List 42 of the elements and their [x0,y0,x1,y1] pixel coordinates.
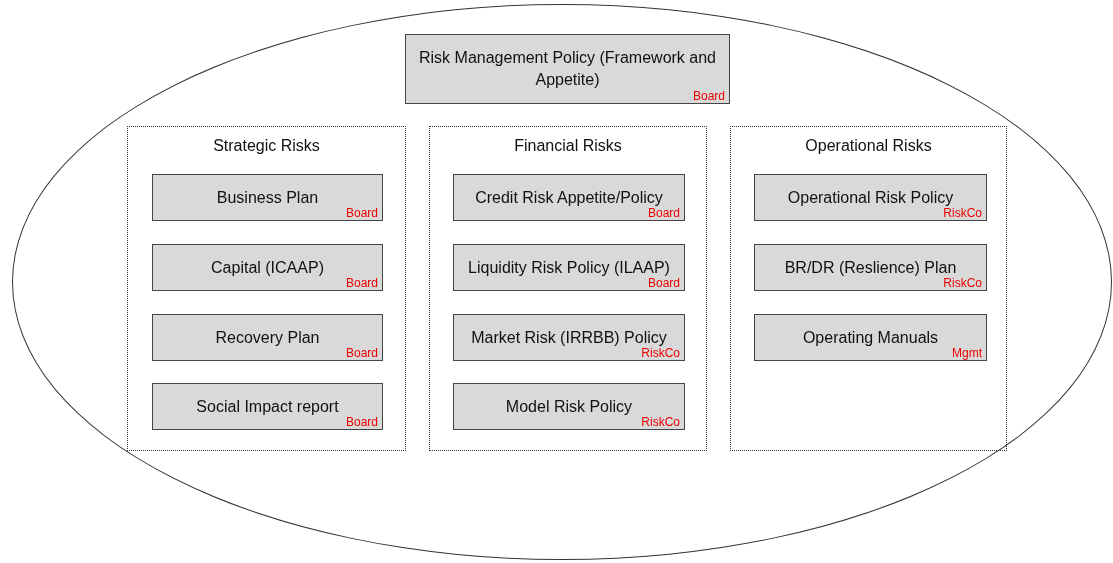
box-title: Risk Management Policy (Framework and Appetite) [418,48,717,90]
policy-box [152,244,383,291]
owner-tag: Board [692,89,725,103]
policy-box [405,34,730,104]
group-title: Strategic Risks [212,137,321,155]
box-title: Market Risk (IRRBB) Policy [470,327,668,348]
group-panel [429,126,707,451]
policy-box [754,174,987,221]
policy-box [754,244,987,291]
owner-tag: Board [345,206,378,220]
owner-tag: RiskCo [641,346,680,360]
group-title: Operational Risks [804,137,933,155]
policy-box [453,174,685,221]
policy-box [152,314,383,361]
owner-tag: Board [345,415,378,429]
box-title: Operating Manuals [801,327,940,348]
box-title: Model Risk Policy [504,396,634,417]
box-title: BR/DR (Reslience) Plan [783,257,958,278]
owner-tag: RiskCo [943,276,982,290]
owner-tag: Board [345,276,378,290]
policy-box [453,314,685,361]
box-title: Liquidity Risk Policy (ILAAP) [467,257,671,278]
owner-tag: Board [647,206,680,220]
policy-box [453,244,685,291]
box-title: Business Plan [215,187,320,208]
policy-box [754,314,987,361]
policy-box [152,174,383,221]
group-title: Financial Risks [513,137,623,155]
box-title: Capital (ICAAP) [210,257,325,278]
policy-box [453,383,685,430]
box-title: Operational Risk Policy [786,187,955,208]
owner-tag: RiskCo [943,206,982,220]
owner-tag: Mgmt [952,346,982,360]
owner-tag: RiskCo [641,415,680,429]
owner-tag: Board [345,346,378,360]
group-panel [730,126,1007,451]
policy-box [152,383,383,430]
group-panel [127,126,406,451]
owner-tag: Board [647,276,680,290]
box-title: Credit Risk Appetite/Policy [474,187,664,208]
box-title: Social Impact report [195,396,340,417]
box-title: Recovery Plan [214,327,321,348]
